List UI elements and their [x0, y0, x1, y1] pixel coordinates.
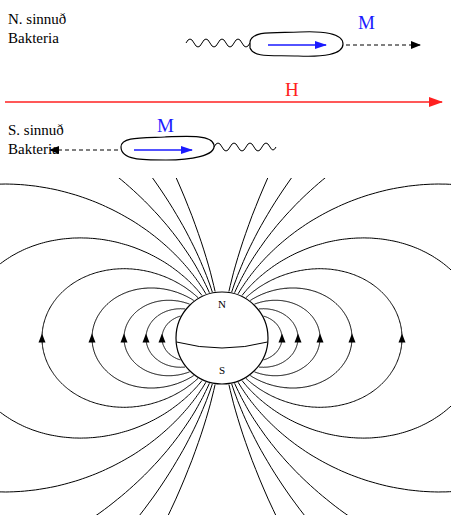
- bacteria-label: N. sinnuð Bakteria: [8, 10, 88, 48]
- field-lines: [0, 178, 451, 515]
- field-arrowhead: [121, 334, 128, 343]
- moment-arrow: [268, 44, 326, 46]
- field-arrowhead: [279, 334, 286, 343]
- field-arrowhead: [89, 334, 96, 343]
- pole-label: N: [175, 299, 269, 310]
- bacteria-label: S. sinnuð Bakteria: [8, 121, 88, 159]
- moment-arrow: [134, 149, 192, 151]
- field-line: [242, 238, 451, 438]
- field-line: [42, 269, 198, 408]
- field-arrowhead: [349, 334, 356, 343]
- field-label: H: [285, 78, 315, 102]
- swim-direction: [346, 45, 420, 46]
- equator: [177, 342, 268, 348]
- field-arrowhead: [39, 334, 46, 343]
- field-arrowhead: [159, 334, 166, 343]
- field-arrow: [5, 101, 442, 103]
- field-line: [0, 184, 206, 492]
- earth-globe: NS: [175, 291, 269, 385]
- flagellum: [186, 39, 250, 47]
- field-line: [0, 238, 202, 438]
- field-line: [238, 184, 451, 492]
- moment-label: M: [358, 11, 388, 35]
- field-arrowhead: [399, 334, 406, 343]
- bacterium-body: [121, 136, 214, 160]
- swim-direction: [50, 150, 118, 151]
- field-arrowhead: [317, 334, 324, 343]
- moment-label: M: [157, 114, 187, 138]
- flagellum: [214, 143, 276, 151]
- field-arrowhead: [295, 334, 302, 343]
- field-arrowhead: [143, 334, 150, 343]
- pole-label: S: [175, 365, 269, 376]
- bacterium-body: [250, 32, 343, 56]
- field-line: [246, 269, 402, 408]
